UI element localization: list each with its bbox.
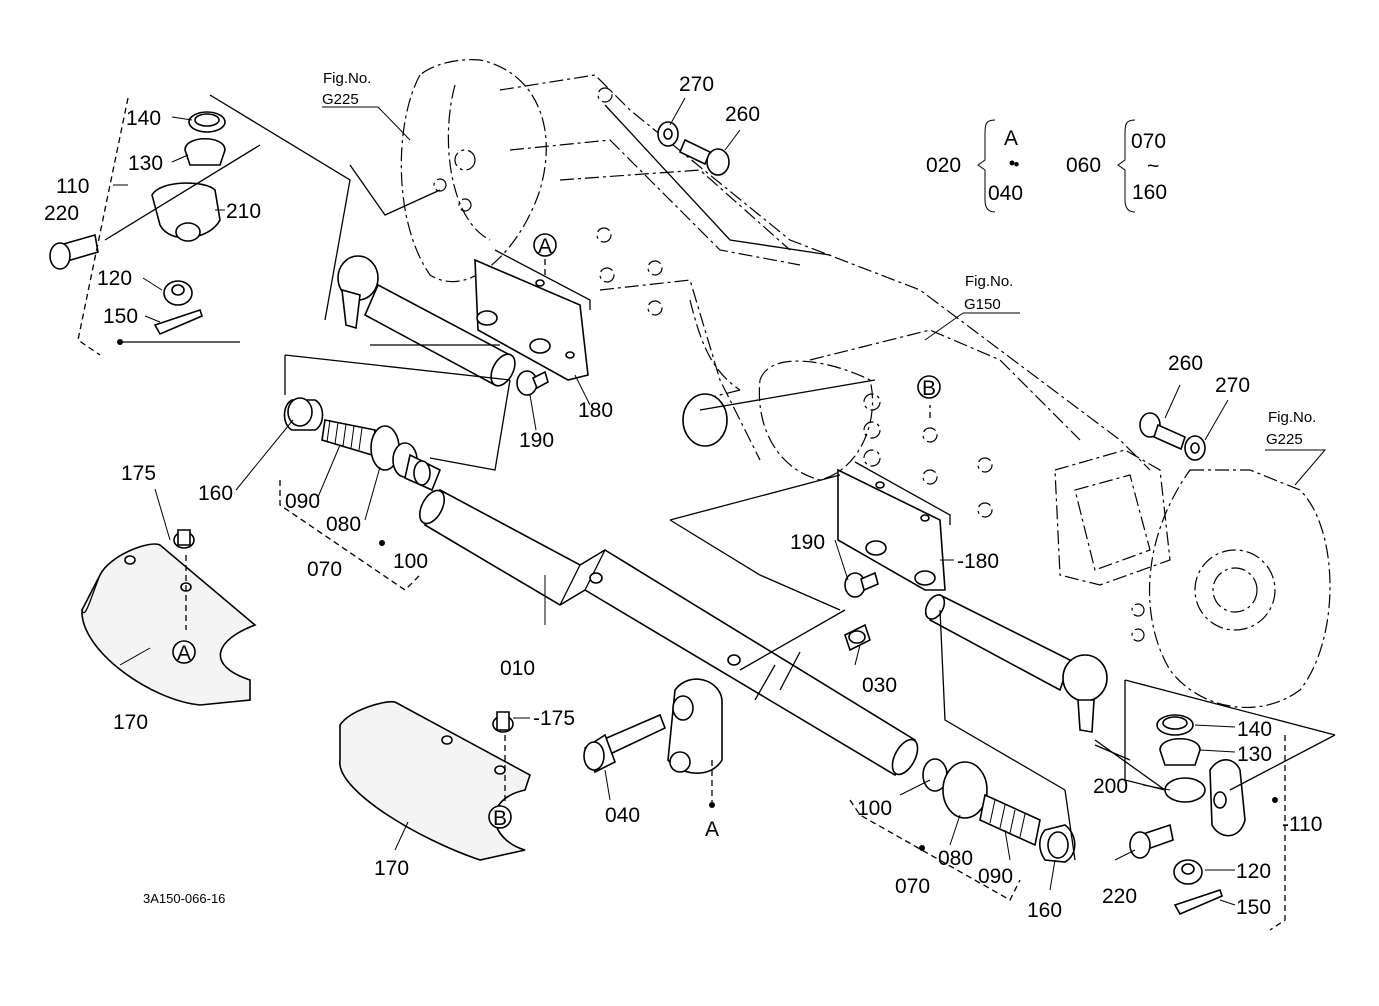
ref-mark-b-cover: B: [493, 807, 507, 830]
marker-dots: [117, 160, 1278, 851]
callout-220-left: 220: [44, 202, 79, 225]
callout-130-left: 130: [128, 152, 163, 175]
callout-200: 200: [1093, 775, 1128, 798]
callout-030: 030: [862, 674, 897, 697]
callout-110-right: -110: [1282, 813, 1322, 836]
callout-175-right: -175: [533, 707, 575, 730]
front-axle-housing: [400, 59, 1331, 709]
right-knuckle-parts: [1129, 714, 1246, 916]
callout-210: 210: [226, 200, 261, 223]
callout-040: 040: [605, 804, 640, 827]
left-knuckle-parts: [49, 111, 226, 336]
callout-070-right: 070: [895, 875, 930, 898]
ref-circles: [172, 233, 941, 829]
callout-140-right: 140: [1237, 718, 1272, 741]
diagram-code: 3A150-066-16: [143, 891, 225, 906]
fig-ref-title-middle: Fig.No.: [965, 273, 1013, 290]
labels: Fig.No. G225 Fig.No. G150 Fig.No. G225 0…: [44, 70, 1322, 922]
callout-080-left: 080: [326, 513, 361, 536]
bracket-180-right: [837, 461, 951, 598]
left-end-fittings: [283, 397, 442, 492]
callout-175-left: 175: [121, 462, 156, 485]
bolt-260-nut-270-right: [1139, 412, 1206, 461]
legend-060-from: 070: [1131, 130, 1166, 153]
callout-110-left: 110: [56, 175, 89, 198]
callout-190-left: 190: [519, 429, 554, 452]
legend-060-to: 160: [1132, 181, 1167, 204]
ref-mark-a-clamp: A: [705, 818, 719, 841]
callout-100-right: 100: [857, 797, 892, 820]
ref-mark-a-cover: A: [177, 642, 191, 665]
callout-160-right: 160: [1027, 899, 1062, 922]
callout-070-left: 070: [307, 558, 342, 581]
callout-220-right: 220: [1102, 885, 1137, 908]
upper-left-rod: [337, 255, 516, 387]
callout-150-right: 150: [1236, 896, 1271, 919]
right-end-fittings: [922, 758, 1076, 863]
fig-ref-number-middle: G150: [964, 296, 1001, 313]
callout-100-left: 100: [393, 550, 428, 573]
callout-leaders: [113, 97, 1327, 906]
callout-180-left: 180: [578, 399, 613, 422]
fig-ref-number-top-left: G225: [322, 91, 359, 108]
callout-120-left: 120: [97, 267, 132, 290]
right-rod: [924, 593, 1108, 733]
callout-090-left: 090: [285, 490, 320, 513]
legend-020-from: A: [1004, 127, 1018, 150]
cover-170-left: [81, 529, 257, 706]
cover-170-right: [339, 700, 531, 861]
legend-020-number: 020: [926, 154, 961, 177]
callout-260-top: 260: [725, 103, 760, 126]
ref-mark-a-top: A: [538, 235, 552, 258]
callout-160-left: 160: [198, 482, 233, 505]
callout-270-top: 270: [679, 73, 714, 96]
clamp-a: [583, 678, 723, 774]
pin-030: [844, 623, 871, 652]
callout-260-right: 260: [1168, 352, 1203, 375]
leader-lines: [77, 94, 1336, 931]
legend-020-to: 040: [988, 182, 1023, 205]
callout-120-right: 120: [1236, 860, 1271, 883]
bracket-180-left: [474, 249, 591, 396]
callout-190-right: 190: [790, 531, 825, 554]
legend-020-sep: ・: [1006, 154, 1027, 177]
callout-270-right: 270: [1215, 374, 1250, 397]
legend-060-sep: ~: [1147, 155, 1159, 178]
fig-ref-number-right: G225: [1266, 431, 1303, 448]
callout-140-left: 140: [126, 107, 161, 130]
callout-170-left: 170: [113, 711, 148, 734]
callout-150-left: 150: [103, 305, 138, 328]
callout-130-right: 130: [1237, 743, 1272, 766]
callout-080-right: 080: [938, 847, 973, 870]
legend-060-number: 060: [1066, 154, 1101, 177]
tie-rod-010: [418, 488, 919, 777]
callout-170-right: 170: [374, 857, 409, 880]
callout-010: 010: [500, 657, 535, 680]
bolt-260-nut-270-top: [657, 121, 730, 176]
ref-mark-b-right: B: [922, 377, 936, 400]
fig-ref-title-right: Fig.No.: [1268, 409, 1316, 426]
fig-ref-title-top-left: Fig.No.: [323, 70, 371, 87]
callout-090-right: 090: [978, 865, 1013, 888]
legend-braces: [977, 119, 1136, 213]
callout-180-right: -180: [957, 550, 999, 573]
